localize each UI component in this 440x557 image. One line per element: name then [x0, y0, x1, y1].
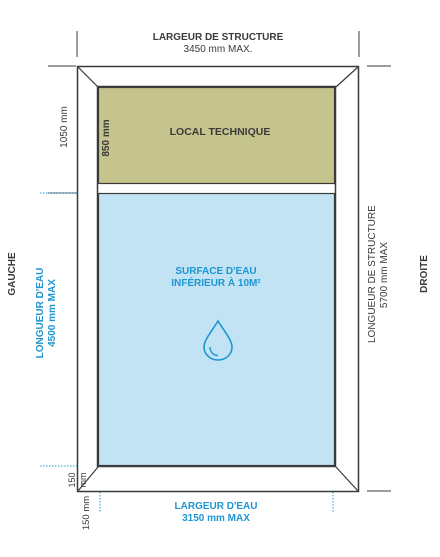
structure-width-label: LARGEUR DE STRUCTURE 3450 mm MAX.: [138, 32, 298, 56]
water-width-line1: LARGEUR D'EAU: [174, 501, 258, 512]
water-length-label: LONGUEUR D'EAU 4500 mm MAX: [35, 258, 61, 368]
water-length-line1: LONGUEUR D'EAU: [35, 267, 46, 359]
water-surface-area: [97, 192, 336, 467]
water-surface-line2: INFÉRIEUR À 10M²: [171, 278, 261, 289]
structure-length-label: LONGUEUR DE STRUCTURE 5700 mm MAX: [367, 205, 393, 343]
technical-room-height-label: 850 mm: [101, 119, 112, 157]
water-surface-line1: SURFACE D'EAU: [175, 266, 257, 277]
technical-room-area: [97, 86, 336, 185]
water-length-line2: 4500 mm MAX: [47, 279, 58, 347]
structure-width-line2: 3450 mm MAX.: [183, 44, 253, 55]
side-left-label: GAUCHE: [7, 252, 18, 296]
water-width-label: LARGEUR D'EAU 3150 mm MAX: [146, 501, 286, 525]
water-width-line2: 3150 mm MAX: [182, 513, 250, 524]
corner-diagonal-bl: [77, 466, 99, 492]
corner-diagonal-br: [335, 466, 359, 492]
structure-width-line1: LARGEUR DE STRUCTURE: [152, 32, 284, 43]
bottom-inner-line1: 150: [67, 472, 77, 488]
water-drop-icon: [203, 319, 233, 361]
structure-length-line1: LONGUEUR DE STRUCTURE: [367, 205, 378, 343]
structure-length-line2: 5700 mm MAX: [379, 241, 390, 309]
bottom-outer-dim-label: 150 mm: [81, 495, 92, 531]
water-surface-label: SURFACE D'EAU INFÉRIEUR À 10M²: [146, 266, 286, 290]
corner-diagonal-tr: [335, 66, 359, 88]
dim-1050-label: 1050 mm: [59, 106, 70, 148]
corner-diagonal-tl: [77, 66, 99, 88]
side-right-label: DROITE: [419, 255, 430, 293]
technical-room-label: LOCAL TECHNIQUE: [169, 126, 271, 138]
